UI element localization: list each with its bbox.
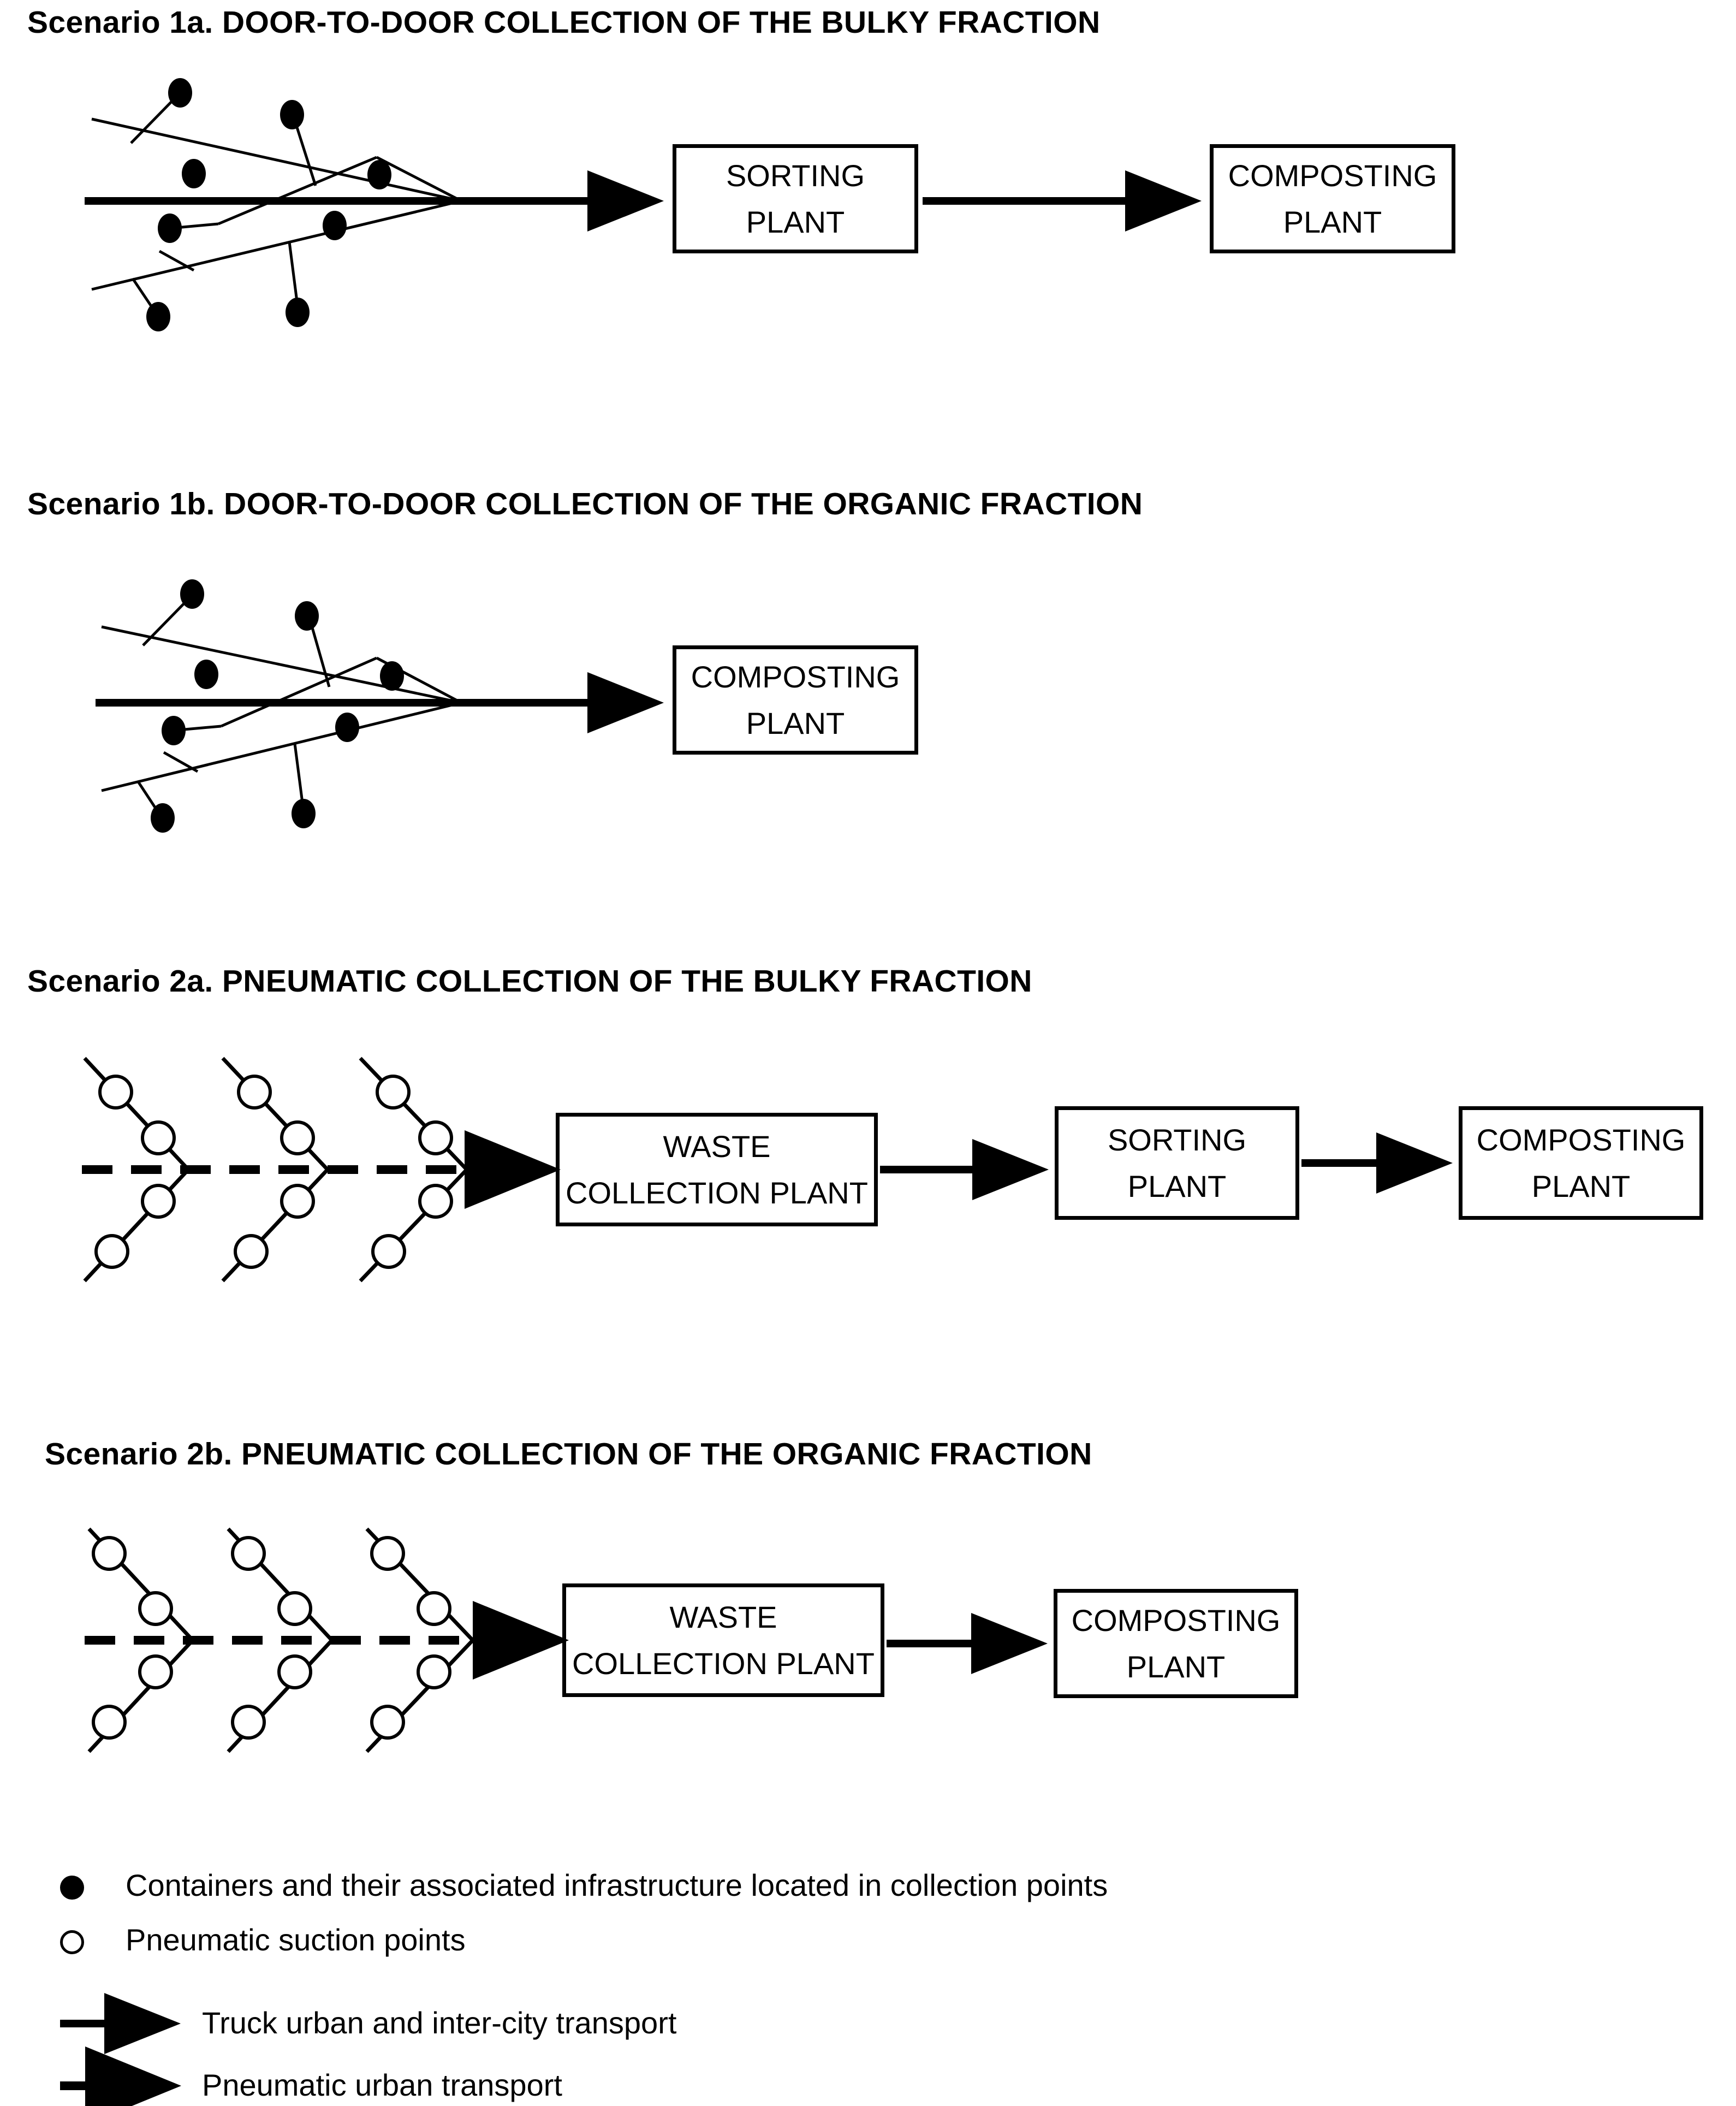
pneumatic-suction-point bbox=[92, 1705, 127, 1740]
process-box-line2: PLANT bbox=[1531, 1169, 1631, 1203]
pneumatic-suction-point bbox=[98, 1075, 133, 1110]
process-box-line1: COMPOSTING bbox=[1228, 158, 1437, 193]
dashed-arrow-icon bbox=[60, 2069, 202, 2102]
collection-point-node bbox=[280, 100, 304, 129]
collection-network-1b bbox=[96, 579, 664, 833]
pneumatic-suction-point bbox=[418, 1120, 453, 1155]
process-box-composting-plant-1a[interactable]: COMPOSTING PLANT bbox=[1210, 144, 1455, 253]
legend-item-label: Containers and their associated infrastr… bbox=[126, 1868, 1108, 1902]
pneumatic-suction-point bbox=[417, 1591, 451, 1626]
collection-point-node bbox=[292, 799, 316, 828]
pneumatic-suction-point bbox=[138, 1591, 173, 1626]
collection-point-node bbox=[151, 803, 175, 833]
collection-point-node bbox=[286, 298, 310, 327]
process-box-composting-plant-2b[interactable]: COMPOSTING PLANT bbox=[1054, 1589, 1298, 1698]
pneumatic-suction-point bbox=[277, 1591, 312, 1626]
pneumatic-suction-point bbox=[231, 1705, 266, 1740]
legend-item-label: Pneumatic suction points bbox=[126, 1923, 466, 1957]
process-box-line1: SORTING bbox=[726, 158, 865, 193]
solid-arrow-icon bbox=[60, 2007, 202, 2039]
process-box-line1: COMPOSTING bbox=[1476, 1122, 1686, 1157]
process-box-line2: PLANT bbox=[1127, 1169, 1227, 1203]
process-box-line1: COMPOSTING bbox=[691, 659, 900, 694]
legend-item-pneumatic-transport: Pneumatic urban transport bbox=[60, 2067, 562, 2103]
collection-point-node bbox=[194, 660, 218, 689]
collection-network-2b bbox=[85, 1527, 569, 1753]
filled-circle-icon bbox=[60, 1867, 126, 1903]
process-box-composting-plant-2a[interactable]: COMPOSTING PLANT bbox=[1459, 1106, 1703, 1220]
process-box-line2: PLANT bbox=[746, 706, 845, 740]
collection-point-node bbox=[367, 160, 391, 189]
collection-point-node bbox=[158, 213, 182, 243]
pneumatic-suction-point bbox=[237, 1075, 272, 1110]
collection-point-node bbox=[146, 302, 170, 331]
pneumatic-suction-point bbox=[234, 1234, 269, 1269]
legend-item-suction-points: Pneumatic suction points bbox=[60, 1922, 466, 1957]
pneumatic-suction-point bbox=[141, 1120, 176, 1155]
collection-point-node bbox=[168, 78, 192, 108]
process-box-waste-collection-plant-2b[interactable]: WASTE COLLECTION PLANT bbox=[562, 1583, 884, 1697]
process-box-composting-plant-1b[interactable]: COMPOSTING PLANT bbox=[673, 645, 918, 755]
collection-point-node bbox=[162, 716, 186, 745]
legend-item-containers: Containers and their associated infrastr… bbox=[60, 1867, 1108, 1903]
process-box-line1: WASTE bbox=[663, 1129, 771, 1164]
pneumatic-suction-point bbox=[370, 1705, 405, 1740]
legend-item-label: Pneumatic urban transport bbox=[202, 2068, 562, 2102]
pneumatic-suction-point bbox=[280, 1120, 315, 1155]
pneumatic-suction-point bbox=[371, 1234, 406, 1269]
scenario-title-1a: Scenario 1a. DOOR-TO-DOOR COLLECTION OF … bbox=[27, 5, 1101, 40]
pneumatic-suction-point bbox=[376, 1075, 411, 1110]
collection-point-node bbox=[295, 601, 319, 631]
pneumatic-suction-point bbox=[277, 1654, 312, 1689]
pneumatic-suction-point bbox=[231, 1536, 266, 1571]
collection-point-node bbox=[380, 661, 404, 691]
legend-item-truck-transport: Truck urban and inter-city transport bbox=[60, 2005, 676, 2040]
process-box-waste-collection-plant-2a[interactable]: WASTE COLLECTION PLANT bbox=[556, 1113, 878, 1226]
process-box-line2: PLANT bbox=[1283, 205, 1382, 239]
scenario-title-1b: Scenario 1b. DOOR-TO-DOOR COLLECTION OF … bbox=[27, 487, 1143, 521]
process-box-line2: PLANT bbox=[1126, 1650, 1226, 1684]
process-box-sorting-plant-1a[interactable]: SORTING PLANT bbox=[673, 144, 918, 253]
process-box-line1: COMPOSTING bbox=[1071, 1603, 1281, 1638]
collection-point-node bbox=[182, 159, 206, 188]
process-box-line2: PLANT bbox=[746, 205, 845, 239]
collection-network-1a bbox=[85, 78, 664, 331]
scenario-title-2b: Scenario 2b. PNEUMATIC COLLECTION OF THE… bbox=[45, 1437, 1092, 1472]
pneumatic-suction-point bbox=[418, 1184, 453, 1219]
process-box-line1: SORTING bbox=[1107, 1122, 1247, 1157]
pneumatic-suction-point bbox=[280, 1184, 315, 1219]
process-box-line1: WASTE bbox=[669, 1599, 777, 1634]
pneumatic-suction-point bbox=[370, 1536, 405, 1571]
pneumatic-suction-point bbox=[138, 1654, 173, 1689]
collection-network-2a bbox=[82, 1057, 561, 1283]
pneumatic-suction-point bbox=[92, 1536, 127, 1571]
pneumatic-suction-point bbox=[141, 1184, 176, 1219]
collection-point-node bbox=[323, 211, 347, 240]
process-box-line2: COLLECTION PLANT bbox=[566, 1176, 868, 1210]
process-box-sorting-plant-2a[interactable]: SORTING PLANT bbox=[1055, 1106, 1299, 1220]
collection-point-node bbox=[180, 579, 204, 609]
collection-point-node bbox=[335, 713, 359, 742]
legend-item-label: Truck urban and inter-city transport bbox=[202, 2006, 677, 2040]
hollow-circle-icon bbox=[60, 1922, 126, 1957]
scenario-title-2a: Scenario 2a. PNEUMATIC COLLECTION OF THE… bbox=[27, 964, 1032, 999]
pneumatic-suction-point bbox=[417, 1654, 451, 1689]
pneumatic-suction-point bbox=[94, 1234, 129, 1269]
process-box-line2: COLLECTION PLANT bbox=[572, 1646, 875, 1681]
